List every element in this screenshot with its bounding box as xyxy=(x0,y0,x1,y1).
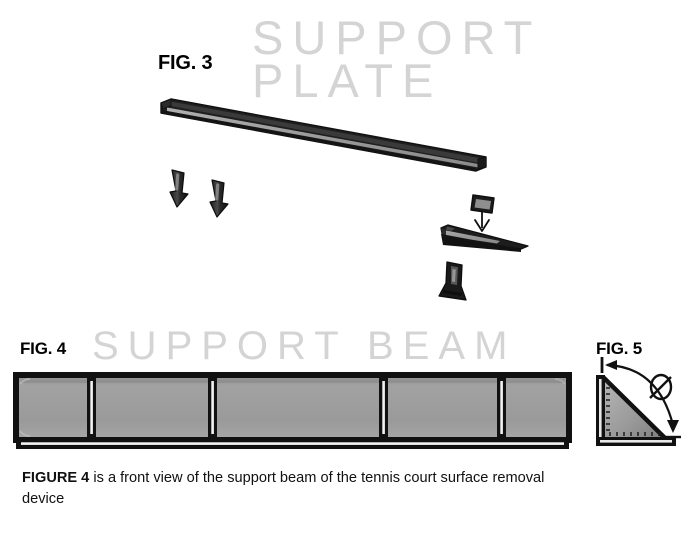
right-triangle-bracket xyxy=(596,375,676,446)
angle-dimension-arrow xyxy=(600,357,681,439)
angle-symbol xyxy=(649,373,673,401)
triangle-hatching xyxy=(606,381,610,431)
figure-label-fig5: FIG. 5 xyxy=(596,339,643,358)
beam-bottom-rail xyxy=(16,440,569,449)
beam-divider xyxy=(379,378,388,437)
support-beam-front-view xyxy=(13,372,572,449)
angled-blade-plate xyxy=(440,224,529,252)
bolt-left xyxy=(169,169,189,208)
assembly-arrow xyxy=(474,212,490,232)
tapered-bracket xyxy=(438,261,467,301)
mounting-tab xyxy=(470,194,495,214)
caption-text: is a front view of the support beam of t… xyxy=(22,470,545,508)
watermark-line-1: SUPPORT xyxy=(252,11,542,64)
long-support-plate-bar xyxy=(160,98,487,172)
watermark-line-2: PLATE xyxy=(252,54,443,108)
figure-caption: FIGURE 4 is a front view of the support … xyxy=(22,468,562,510)
beam-divider xyxy=(87,378,96,437)
triangle-hatching xyxy=(609,432,660,436)
bolt-right xyxy=(209,179,229,218)
watermark-support-plate: SUPPORT PLATE xyxy=(252,11,542,108)
figure-label-fig3: FIG. 3 xyxy=(158,52,213,74)
caption-bold-prefix: FIGURE 4 xyxy=(22,470,90,486)
beam-divider xyxy=(208,378,217,437)
watermark-support-beam: SUPPORT BEAM xyxy=(92,324,517,368)
beam-divider xyxy=(497,378,506,437)
figure-label-fig4: FIG. 4 xyxy=(20,339,67,358)
